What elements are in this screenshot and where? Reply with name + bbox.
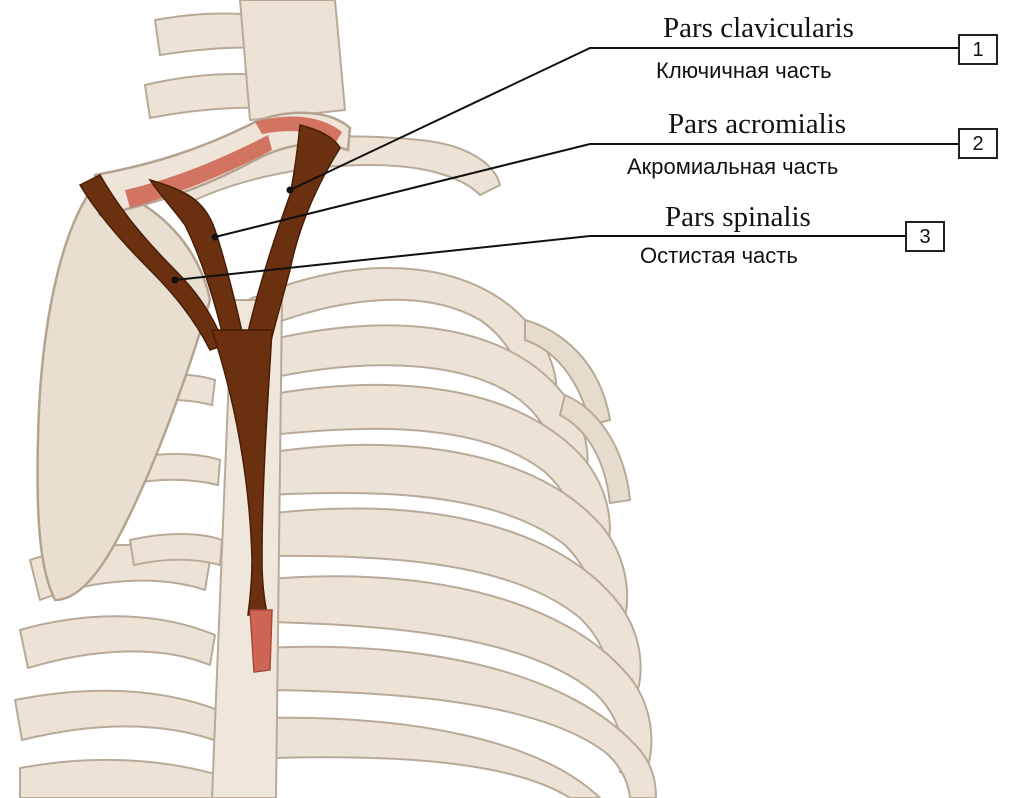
label-3-latin: Pars spinalis bbox=[665, 203, 811, 232]
rib bbox=[264, 718, 600, 798]
rib bbox=[20, 760, 218, 798]
leader-dot-1 bbox=[287, 187, 294, 194]
tendon-attachment bbox=[250, 610, 272, 672]
rib bbox=[20, 616, 215, 668]
vertebra bbox=[130, 534, 222, 565]
label-2-russian: Акромиальная часть bbox=[627, 156, 838, 178]
label-3-russian: Остистая часть bbox=[640, 245, 798, 267]
leader-dot-3 bbox=[172, 277, 179, 284]
label-2-number: 2 bbox=[958, 128, 998, 159]
spine-body bbox=[240, 0, 345, 120]
leader-line-1 bbox=[290, 48, 958, 190]
label-1-number: 1 bbox=[958, 34, 998, 65]
label-2-latin: Pars acromialis bbox=[668, 110, 846, 139]
leader-dot-2 bbox=[212, 234, 219, 241]
label-1-latin: Pars clavicularis bbox=[663, 14, 854, 43]
rib bbox=[15, 691, 218, 740]
label-1-russian: Ключичная часть bbox=[656, 60, 832, 82]
label-3-number: 3 bbox=[905, 221, 945, 252]
